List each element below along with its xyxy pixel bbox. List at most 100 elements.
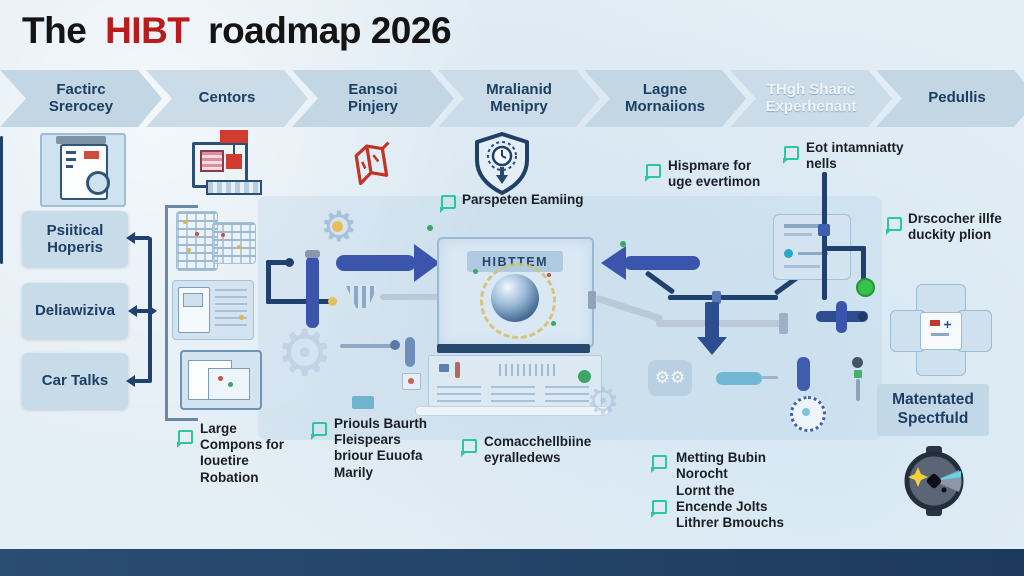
- chevron-stage-7: Pedullis: [876, 70, 1024, 127]
- callout-metting: Metting Bubin Norocht: [676, 450, 766, 482]
- arrowhead-left: [126, 232, 135, 244]
- map-icon: [350, 140, 400, 192]
- chevron-stage-4: Mralianid Menipry: [438, 70, 600, 127]
- connector-line: [861, 246, 866, 282]
- gear-center-dot: [332, 221, 343, 232]
- flow-arrow-right: [336, 244, 440, 282]
- small-capsule: [405, 337, 415, 367]
- sidebar-label: Deliawiziva: [34, 302, 116, 320]
- edge-line: [0, 136, 3, 264]
- connector-line: [266, 260, 290, 265]
- chevron-stage-2: Centors: [146, 70, 308, 127]
- callout-large: Large Compons for Iouetire Robation: [200, 421, 284, 485]
- valve-green: [854, 370, 862, 378]
- pixel-dot: [183, 220, 187, 224]
- gear-icon: ⚙: [276, 317, 334, 391]
- connector-line: [134, 379, 150, 383]
- cross-v: [836, 301, 847, 333]
- briefcase-icon: [352, 396, 374, 409]
- capsule-tail: [762, 376, 778, 379]
- connector-line: [266, 260, 271, 304]
- cyan-capsule: [716, 372, 762, 385]
- panel-lever: [455, 362, 460, 378]
- icon-mark: [66, 165, 73, 168]
- flow-arrow-left: [601, 246, 700, 280]
- icon-link: [233, 143, 235, 154]
- connector-line: [134, 236, 150, 240]
- accent-dot: [427, 225, 433, 231]
- chevron-stage-1: Factirc Srerocey: [0, 70, 162, 127]
- node-dot: [285, 258, 294, 267]
- icon-lid: [56, 136, 106, 144]
- control-panel: [428, 355, 602, 407]
- module-center: [920, 312, 962, 350]
- panel-bar: [784, 224, 824, 228]
- connector-line: [826, 246, 866, 251]
- icon-bar: [206, 180, 262, 195]
- callout-parspeten: Parspeten Eamiing: [462, 192, 584, 207]
- stage-label: Mralianid Menipry: [486, 80, 552, 115]
- icon-red-box: [226, 154, 242, 169]
- bar-cap: [305, 250, 320, 258]
- doc-scanner-icon: [40, 133, 126, 207]
- node-square: [818, 224, 830, 236]
- callout-comacchell: Comacchellbiine eyralledews: [484, 434, 592, 466]
- gauge-icon: [903, 444, 965, 518]
- callout-bubble-icon: [645, 164, 661, 182]
- callout-bubble-icon: [440, 195, 456, 213]
- title-post: roadmap 2026: [208, 10, 452, 51]
- mini-screenshot-panel: [180, 350, 262, 410]
- callout-priouls: Priouls Baurth Fleispears briour Euuofa …: [334, 416, 428, 480]
- sidebar-box-1: Psiitical Hoperis: [22, 211, 128, 267]
- icon-mark: [66, 158, 76, 161]
- summary-label: Matentated Spectfuld: [892, 391, 974, 427]
- status-dot-green: [856, 278, 875, 297]
- desk-edge: [415, 406, 609, 416]
- arrowhead-left: [128, 305, 137, 317]
- gears-module: ⚙⚙: [648, 360, 692, 396]
- callout-bubble-icon: [886, 217, 902, 235]
- sidebar-label: Psiitical Hoperis: [46, 221, 104, 256]
- pixel-dot: [218, 376, 223, 381]
- callout-bubble-icon: [177, 430, 193, 448]
- chevron-stage-5: Lagne Mornaiions: [584, 70, 746, 127]
- callout-lornt: Lornt the Encende Jolts Lithrer Bmouchs: [676, 483, 785, 531]
- chip-dot: [408, 378, 414, 384]
- accent-dot: [551, 321, 556, 326]
- callout-eot: Eot intamniatty nells: [806, 140, 904, 172]
- bracket-line: [165, 205, 198, 421]
- dial-center: [802, 408, 810, 416]
- valve-top: [852, 357, 863, 368]
- pixel-dot: [239, 315, 244, 320]
- stage-label: Pedullis: [928, 89, 986, 107]
- panel-list: [215, 289, 247, 331]
- icon-mark: [66, 151, 76, 154]
- status-dot-green: [578, 370, 591, 383]
- shield-gear-icon: [473, 132, 531, 196]
- callout-hispmare: Hispmare for uge evertimon: [668, 158, 761, 190]
- panel-scribble: [499, 364, 559, 376]
- module-bar: [931, 333, 949, 336]
- core-sphere: [491, 274, 539, 322]
- connector-line: [266, 299, 332, 304]
- panel-bar: [784, 233, 812, 236]
- sidebar-box-2: Deliawiziva: [22, 283, 128, 339]
- pixel-dot: [237, 245, 241, 249]
- connector-node: [712, 291, 721, 304]
- pipe-line: [656, 320, 782, 327]
- pixel-dot: [187, 248, 191, 252]
- sidebar-box-3: Car Talks: [22, 353, 128, 409]
- title-highlight: HIBT: [105, 10, 190, 51]
- callout-bubble-icon: [783, 146, 799, 164]
- arrowhead-down: [697, 337, 727, 355]
- icon-striped-box: [200, 150, 224, 172]
- page-title: The HIBT roadmap 2026: [22, 10, 452, 52]
- icon-red-chip: [84, 151, 99, 159]
- panel-lines: [491, 386, 535, 402]
- gear-icon: ⚙: [586, 379, 621, 423]
- stage-label: Lagne Mornaiions: [624, 80, 705, 115]
- pipe-line: [380, 294, 438, 300]
- hibttem-label: HIBTTEM: [467, 251, 563, 272]
- valve-stem: [856, 379, 860, 401]
